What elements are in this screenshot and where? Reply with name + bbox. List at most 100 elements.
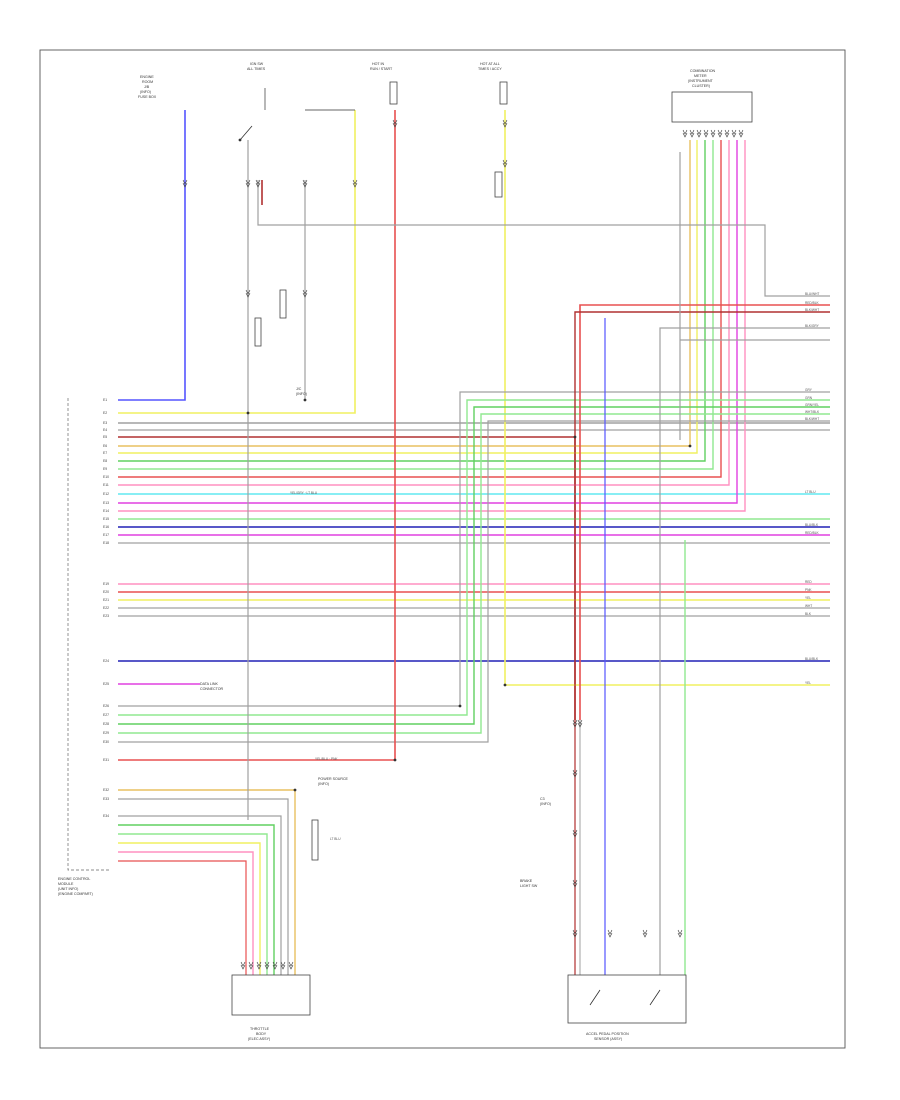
right-wire-code: RED/BLK — [805, 531, 820, 535]
ecm-pin-label: E30 — [103, 740, 109, 744]
connector-label: C3 (INFO) — [540, 797, 551, 806]
combo-meter-pin — [731, 129, 737, 138]
ecm-pin-label: E19 — [103, 582, 109, 586]
component-layer — [182, 81, 753, 1024]
wire-red-tb — [118, 860, 247, 975]
right-wire-code: BLU/BLK — [805, 523, 819, 527]
svg-text:(INSTRUMENT: (INSTRUMENT — [688, 79, 714, 83]
connector-mark — [502, 159, 508, 168]
right-wire-code: GRN — [805, 396, 813, 400]
ecm-label: ENGINE CONTROL MODULE (UNIT INFO) (ENGIN… — [58, 877, 93, 896]
svg-text:(UNIT INFO): (UNIT INFO) — [58, 887, 78, 891]
combo-meter-pin — [710, 129, 716, 138]
hot-accy-label: HOT AT ALL TIMES / ACCY — [478, 62, 502, 71]
wire-gray-tb — [118, 798, 289, 975]
wire-green-1 — [118, 140, 706, 462]
wire-pink-2 — [118, 140, 746, 512]
resistor-sensor-2 — [254, 317, 262, 347]
ecm-pin-label: E32 — [103, 788, 109, 792]
ecm-pin-label: E16 — [103, 525, 109, 529]
connector-mark — [572, 879, 578, 888]
switch-2 — [649, 989, 661, 1006]
svg-text:J/C: J/C — [296, 387, 302, 391]
svg-text:(INFO): (INFO) — [318, 782, 329, 786]
ecm-pin-label: E17 — [103, 533, 109, 537]
wire-magenta-1 — [118, 140, 738, 504]
svg-text:COMBINATION: COMBINATION — [690, 69, 715, 73]
ecm-pin-label: E23 — [103, 614, 109, 618]
ecm-outline — [67, 398, 110, 871]
wire-darkred-right — [574, 311, 830, 720]
ecm-pin-label: E6 — [103, 444, 107, 448]
wire-yellow-2 — [118, 140, 698, 454]
svg-text:RUN / START: RUN / START — [370, 67, 393, 71]
combo-meter-pin — [717, 129, 723, 138]
right-wire-code: PNK — [805, 588, 812, 592]
wire-lightgreen-tb — [118, 833, 268, 975]
connector-mark — [245, 179, 251, 188]
svg-text:(ELEC ASSY): (ELEC ASSY) — [248, 1037, 270, 1041]
svg-text:(INFO): (INFO) — [140, 90, 151, 94]
svg-text:J/B: J/B — [144, 85, 150, 89]
svg-text:ENGINE: ENGINE — [140, 75, 154, 79]
throttle-pin — [272, 961, 278, 970]
combo-meter-box — [671, 91, 753, 123]
wire-gray-right — [659, 327, 830, 990]
wire-pink-tb — [118, 851, 254, 975]
ecm-pin-labels: E1E2E3E4E5E6E7E8E9E10E11E12E13E14E15E16E… — [103, 398, 109, 818]
ecm-pin-label: E12 — [103, 492, 109, 496]
right-wire-code: BLK/WHT — [805, 308, 819, 312]
splice-dot — [503, 683, 507, 687]
ecm-pin-label: E14 — [103, 509, 109, 513]
lower-wire-label: LT BLU — [330, 837, 341, 841]
svg-text:METER: METER — [694, 74, 707, 78]
ignition-switch-arm — [239, 125, 253, 141]
splice-dot — [303, 398, 307, 402]
ecm-pin-label: E7 — [103, 451, 107, 455]
ecm-pin-label: E34 — [103, 814, 109, 818]
splice-dot — [573, 435, 577, 439]
pedal-pin — [572, 929, 578, 938]
wire-lightgreen-4 — [118, 413, 830, 734]
throttle-pin — [256, 961, 262, 970]
wire-gray-tb2 — [118, 815, 282, 975]
connector-mark — [182, 179, 188, 188]
ecm-pin-label: E25 — [103, 682, 109, 686]
ecm-pin-label: E29 — [103, 731, 109, 735]
connector-mark — [392, 119, 398, 128]
combo-meter-pin — [682, 129, 688, 138]
throttle-sensor-element — [311, 819, 319, 861]
wire-gray-loop — [257, 180, 830, 297]
ecm-pin-label: E10 — [103, 475, 109, 479]
svg-text:MODULE: MODULE — [58, 882, 74, 886]
ecm-pin-label: E22 — [103, 606, 109, 610]
svg-text:POWER SOURCE: POWER SOURCE — [318, 777, 349, 781]
ecm-pin-label: E2 — [103, 411, 107, 415]
connector-mark — [302, 289, 308, 298]
connector-mark — [302, 179, 308, 188]
ecm-pin-label: E20 — [103, 590, 109, 594]
svg-text:(ENGINE COMPART): (ENGINE COMPART) — [58, 892, 93, 896]
hot-run-label: HOT IN RUN / START — [370, 62, 393, 71]
wire-green-tb — [118, 824, 275, 975]
fuse-run — [389, 81, 398, 105]
pedal-pin — [642, 929, 648, 938]
svg-text:CLUSTER): CLUSTER) — [692, 84, 710, 88]
svg-text:ROOM: ROOM — [142, 80, 153, 84]
svg-text:LIGHT SW: LIGHT SW — [520, 884, 538, 888]
right-wire-code: BLU/WHT — [805, 292, 819, 296]
connector-mark — [572, 769, 578, 778]
pedal-sensor-box — [567, 974, 687, 1024]
ecm-pin-label: E21 — [103, 598, 109, 602]
pedal-sensor-label: ACCEL PEDAL POSITION SENSOR (ASSY) — [586, 1032, 629, 1041]
wire-yellow-tb — [118, 842, 261, 975]
splice-dot — [688, 444, 692, 448]
power-source-label: POWER SOURCE (INFO) — [318, 777, 349, 786]
ecm-pin-label: E11 — [103, 483, 109, 487]
right-wire-code: LT BLU — [805, 490, 816, 494]
throttle-pin — [280, 961, 286, 970]
throttle-body-label: THROTTLE BODY (ELEC ASSY) — [248, 1027, 270, 1041]
wire-green-2 — [118, 406, 830, 725]
ecm-pin-label: E15 — [103, 517, 109, 521]
fuse-box-label: ENGINE ROOM J/B (INFO) FUSE BOX — [138, 75, 157, 99]
